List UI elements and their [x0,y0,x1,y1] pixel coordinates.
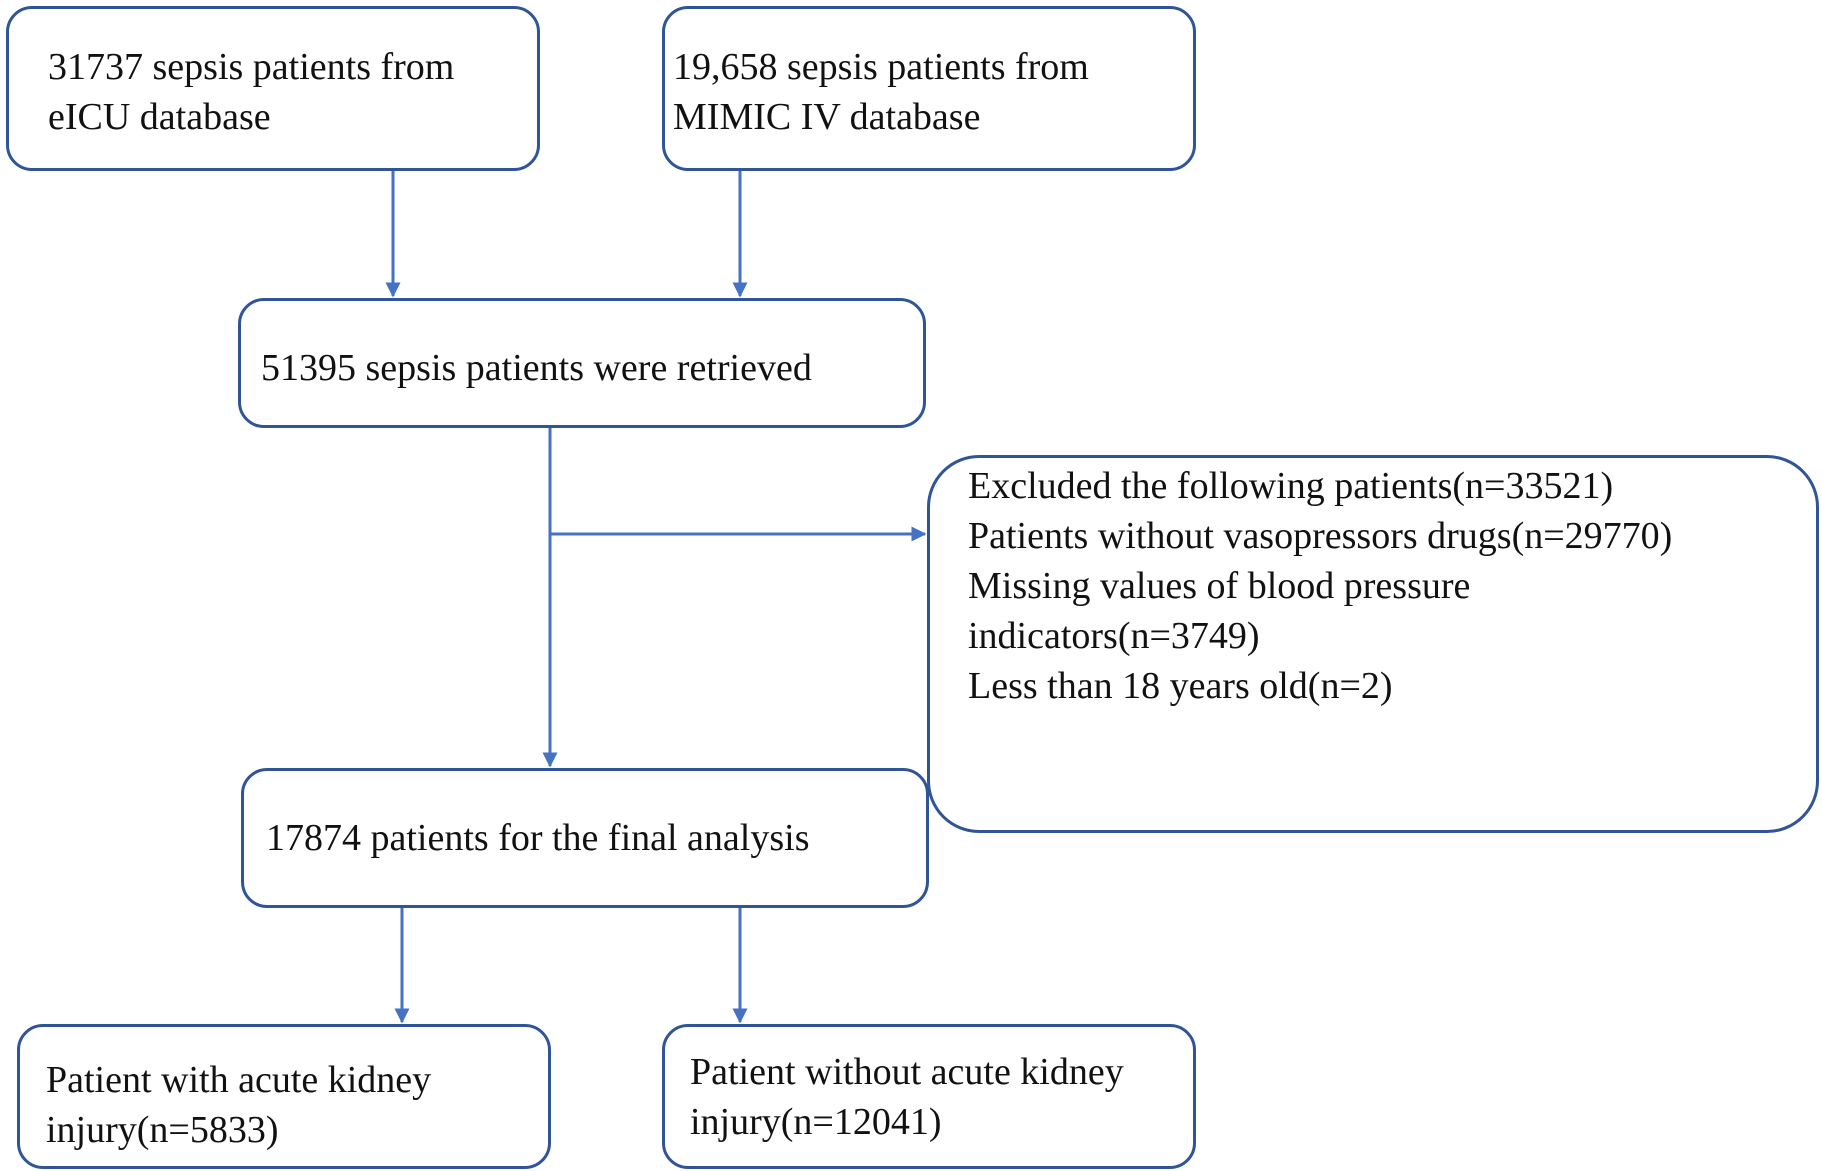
eicu-source-line-1: 31737 sepsis patients from [48,46,455,88]
no-aki-group-box: Patient without acute kidney injury(n=12… [662,1024,1196,1169]
mimic-source-line-2: MIMIC IV database [673,96,981,138]
aki-group-line-1: Patient with acute kidney [46,1059,432,1101]
retrieved-patients-box: 51395 sepsis patients were retrieved [238,298,926,428]
exclusion-line-5: Less than 18 years old(n=2) [968,665,1393,707]
final-analysis-line-1: 17874 patients for the final analysis [266,817,810,859]
eicu-source-box: 31737 sepsis patients from eICU database [6,6,540,171]
no-aki-group-line-1: Patient without acute kidney [690,1051,1124,1093]
exclusion-line-2: Patients without vasopressors drugs(n=29… [968,515,1673,557]
mimic-source-line-1: 19,658 sepsis patients from [673,46,1089,88]
final-analysis-box: 17874 patients for the final analysis [241,768,929,908]
no-aki-group-line-2: injury(n=12041) [690,1101,942,1143]
exclusion-line-1: Excluded the following patients(n=33521) [968,465,1614,507]
exclusion-line-3: Missing values of blood pressure [968,565,1471,607]
eicu-source-line-2: eICU database [48,96,271,138]
exclusion-line-4: indicators(n=3749) [968,615,1260,657]
mimic-source-box: 19,658 sepsis patients from MIMIC IV dat… [662,6,1196,171]
aki-group-box: Patient with acute kidney injury(n=5833) [17,1024,551,1169]
exclusion-criteria-box: Excluded the following patients(n=33521)… [927,455,1819,833]
aki-group-line-2: injury(n=5833) [46,1109,279,1151]
retrieved-patients-line-1: 51395 sepsis patients were retrieved [261,347,812,389]
